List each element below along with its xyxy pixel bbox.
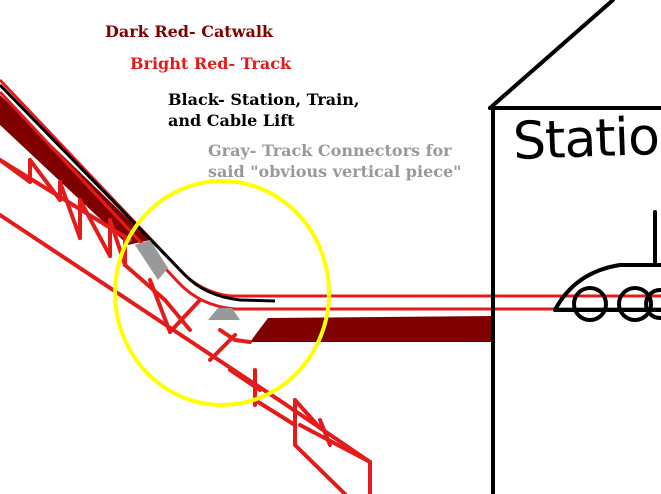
legend-connector-line2: said "obvious vertical piece"	[208, 162, 462, 181]
legend-connector-line1: Gray- Track Connectors for	[208, 141, 452, 160]
station-label: Station	[512, 105, 661, 172]
track-connector-flat	[208, 308, 240, 320]
legend-track: Bright Red- Track	[130, 54, 292, 73]
station-building	[488, 0, 661, 494]
legend-structure-line2: and Cable Lift	[168, 111, 295, 130]
catwalk-flat	[250, 316, 495, 342]
track-connector-slope	[135, 240, 168, 280]
lift-hill-supports	[0, 158, 372, 494]
legend-catwalk: Dark Red- Catwalk	[105, 22, 273, 41]
cable-lift	[0, 83, 276, 303]
highlight-circle	[113, 179, 331, 407]
legend-structure-line1: Black- Station, Train,	[168, 90, 360, 109]
train	[553, 210, 661, 322]
